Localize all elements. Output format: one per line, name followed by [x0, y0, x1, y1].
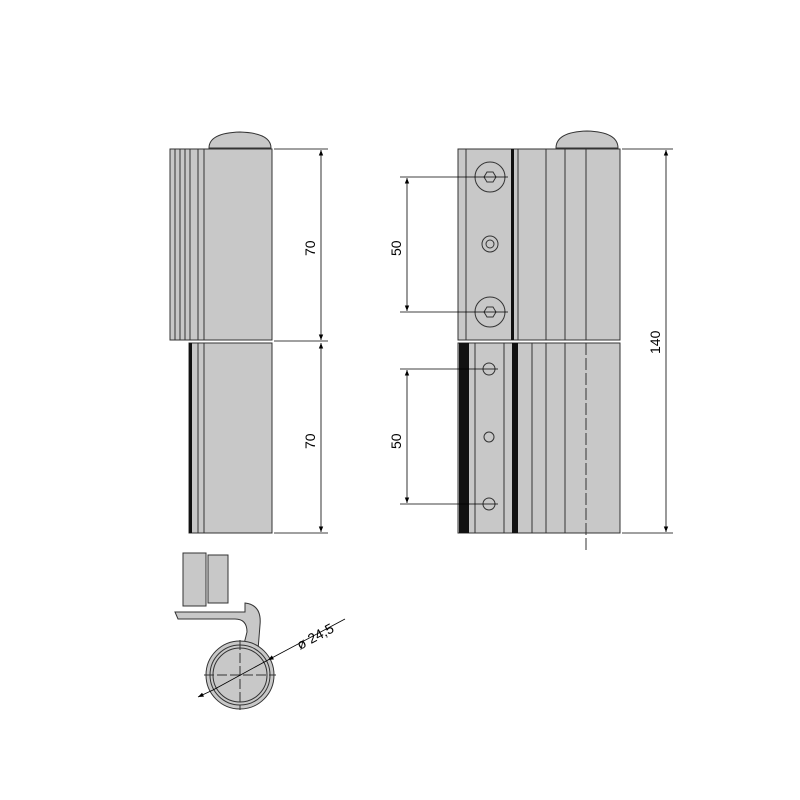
lower-height-label: 70 — [302, 433, 318, 449]
diameter-label: ø 24,5 — [294, 620, 337, 653]
side-view: 50 50 140 — [388, 130, 673, 552]
hole-icon — [483, 431, 495, 443]
top-cap — [555, 130, 619, 149]
lower-leaf — [457, 342, 621, 534]
section-view: ø 24,5 — [174, 552, 346, 710]
total-height-label: 140 — [647, 330, 663, 354]
lower-leaf — [188, 342, 273, 534]
top-cap — [208, 131, 272, 149]
lower-spacing-label: 50 — [388, 433, 404, 449]
front-view: 70 70 — [169, 131, 328, 534]
upper-height-label: 70 — [302, 240, 318, 256]
upper-leaf — [457, 148, 621, 341]
upper-leaf — [169, 148, 273, 341]
upper-spacing-label: 50 — [388, 240, 404, 256]
screw-middle-icon — [481, 235, 499, 253]
